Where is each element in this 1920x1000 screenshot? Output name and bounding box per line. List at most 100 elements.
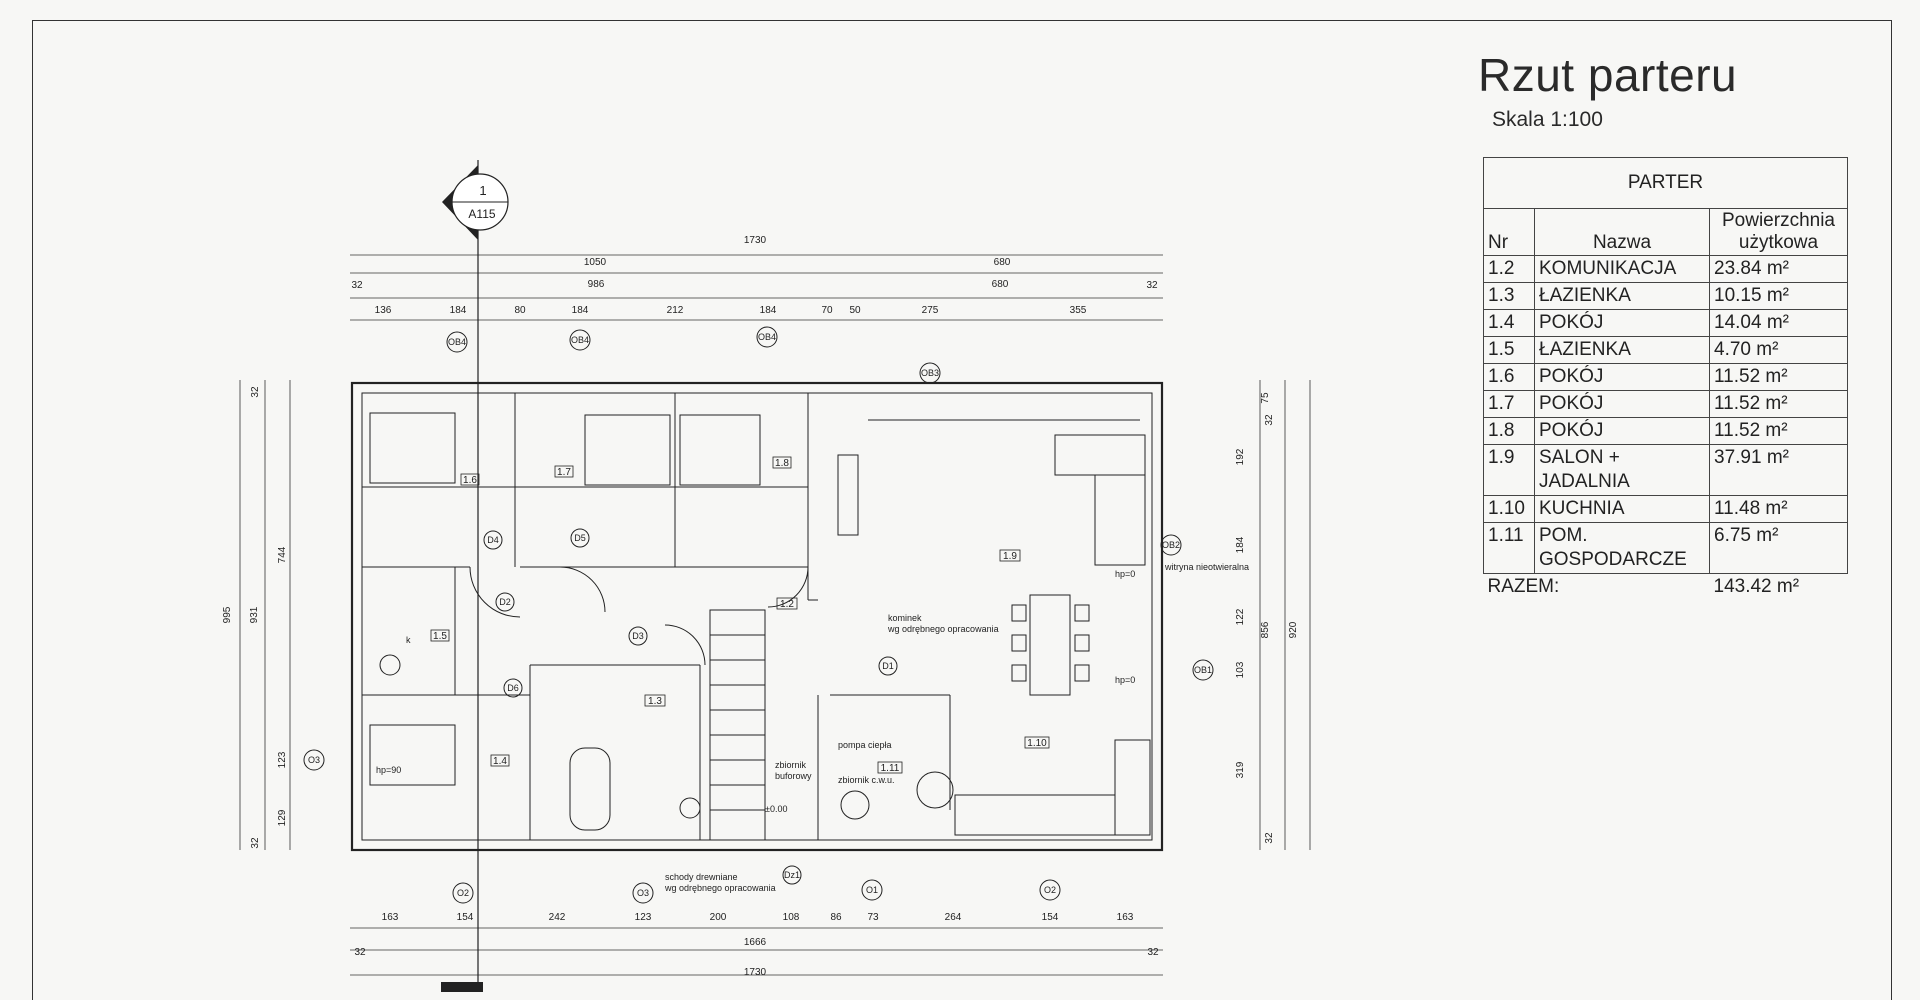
tank [916, 771, 954, 809]
opening-label: D5 [574, 533, 586, 543]
dim-left-segment: 32 [250, 386, 261, 398]
row-name-line2: GOSPODARCZE [1539, 549, 1687, 570]
header-area-line1: Powierzchnia [1722, 210, 1835, 231]
stairs-note-line1: schody drewniane [665, 872, 738, 882]
stairs-note-line2: wg odrębnego opracowania [664, 883, 776, 893]
dim-right-segment: 103 [1235, 661, 1246, 678]
dim-right-overall: 856 [1260, 621, 1271, 638]
hot-water-tank-note: zbiornik c.w.u. [838, 775, 895, 785]
dim-bottom-segment: 163 [1117, 912, 1134, 923]
room-tag-1.3: 1.3 [648, 696, 662, 707]
bathtub [569, 747, 611, 831]
room-tag-1.2: 1.2 [780, 599, 794, 610]
row-nr: 1.2 [1483, 255, 1535, 283]
dim-right-segment: 32 [1264, 832, 1275, 844]
section-cut-block [441, 982, 483, 992]
door-swing [469, 566, 521, 618]
stairs [709, 609, 766, 841]
dim-bottom-inner: 32 [354, 947, 366, 958]
header-name: Nazwa [1534, 208, 1710, 256]
dim-top-segment: 355 [1070, 305, 1087, 316]
bed [679, 414, 761, 486]
dim-left-segment: 123 [277, 751, 288, 768]
door-swing [559, 566, 606, 613]
dining-table [1029, 594, 1071, 696]
fireplace [837, 454, 859, 536]
dim-left-segment: 129 [277, 809, 288, 826]
exterior-wall-inner [361, 392, 1153, 841]
sofa [1094, 474, 1146, 566]
row-nr: 1.11 [1483, 522, 1535, 574]
table-row: 1.11 POM. GOSPODARCZE 6.75 m² [1483, 522, 1848, 574]
room-tag-1.4: 1.4 [493, 756, 507, 767]
opening-label: D3 [632, 631, 644, 641]
table-row: 1.5 ŁAZIENKA 4.70 m² [1483, 336, 1848, 364]
dim-bottom-segment: 200 [710, 912, 727, 923]
row-nr: 1.3 [1483, 282, 1535, 310]
dim-right-segment: 192 [1235, 448, 1246, 465]
header-nr: Nr [1483, 208, 1535, 256]
toilet [379, 654, 401, 676]
dim-top-segment: 136 [375, 305, 392, 316]
table-row: 1.8 POKÓJ 11.52 m² [1483, 417, 1848, 445]
row-area: 11.52 m² [1709, 417, 1848, 445]
table-total-row: RAZEM: 143.42 m² [1484, 574, 1848, 600]
dim-top-inner: 680 [992, 279, 1009, 290]
dim-top-segment: 80 [514, 305, 526, 316]
row-area: 10.15 m² [1709, 282, 1848, 310]
table-row: 1.7 POKÓJ 11.52 m² [1483, 390, 1848, 418]
dim-bottom-inner: 1666 [744, 937, 767, 948]
door-swing [664, 624, 706, 666]
opening-label: OB1 [1194, 665, 1212, 675]
dim-bottom-segment: 163 [382, 912, 399, 923]
bed [369, 724, 456, 786]
total-area: 143.42 m² [1713, 576, 1800, 597]
hp-note: hp=90 [376, 765, 401, 775]
dim-bottom-segment: 86 [830, 912, 842, 923]
room-tag-1.5: 1.5 [433, 631, 447, 642]
dim-right-segment: 184 [1235, 536, 1246, 553]
exterior-wall [350, 381, 1164, 852]
dim-right-segment: 32 [1264, 414, 1275, 426]
dim-top-inner: 32 [1146, 280, 1158, 291]
opening-label: OB3 [921, 368, 939, 378]
opening-label: O3 [637, 888, 649, 898]
total-label: RAZEM: [1487, 576, 1560, 597]
row-nr: 1.9 [1483, 444, 1535, 496]
row-name: POM. GOSPODARCZE [1534, 522, 1710, 574]
header-area-line2: użytkowa [1738, 232, 1819, 253]
row-area: 14.04 m² [1709, 309, 1848, 337]
dim-right-segment: 75 [1260, 392, 1271, 404]
section-marker-number: 1 [479, 183, 486, 198]
buffer-tank-note-line2: buforowy [775, 771, 812, 781]
row-area: 23.84 m² [1709, 255, 1848, 283]
row-name-line2: JADALNIA [1539, 471, 1630, 492]
toilet [679, 797, 701, 819]
dim-bottom-segment: 154 [457, 912, 474, 923]
dim-top-segment: 212 [667, 305, 684, 316]
dim-right-segment: 122 [1235, 608, 1246, 625]
bed [584, 414, 671, 486]
dim-bottom-segment: 264 [945, 912, 962, 923]
row-name: POKÓJ [1534, 363, 1710, 391]
opening-label: D1 [882, 661, 894, 671]
row-area: 37.91 m² [1709, 444, 1848, 496]
opening-label: Dz1 [784, 870, 800, 880]
opening-label: OB4 [571, 335, 589, 345]
k-note: k [406, 635, 411, 645]
area-table-title: PARTER [1483, 157, 1848, 209]
table-row: 1.10 KUCHNIA 11.48 m² [1483, 495, 1848, 523]
opening-label: O2 [457, 888, 469, 898]
chairs [1011, 604, 1090, 682]
row-name: SALON + JADALNIA [1534, 444, 1710, 496]
drawing-scale: Skala 1:100 [1492, 108, 1603, 131]
dim-bottom-segment: 242 [549, 912, 566, 923]
table-row: 1.6 POKÓJ 11.52 m² [1483, 363, 1848, 391]
header-area: Powierzchnia użytkowa [1709, 208, 1848, 256]
row-name: ŁAZIENKA [1534, 282, 1710, 310]
opening-label: O1 [866, 885, 878, 895]
room-tag-1.10: 1.10 [1027, 738, 1047, 749]
opening-label: O2 [1044, 885, 1056, 895]
room-tag-1.8: 1.8 [775, 458, 789, 469]
dim-bottom-segment: 123 [635, 912, 652, 923]
